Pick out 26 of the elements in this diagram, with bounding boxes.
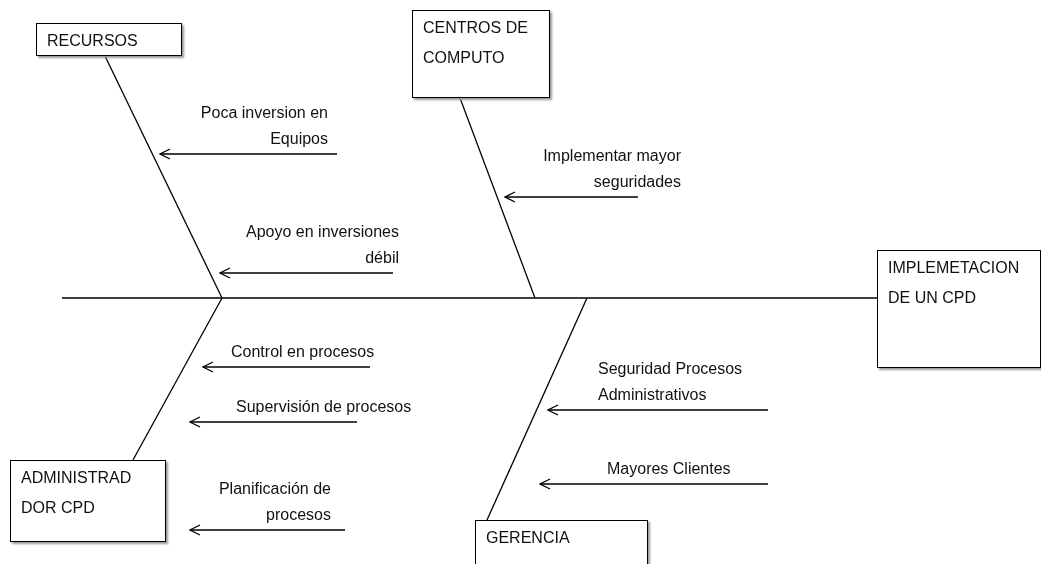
arrow xyxy=(189,524,346,536)
category-box: RECURSOS xyxy=(36,23,182,56)
cause-text: Poca inversion en Equipos xyxy=(178,100,328,152)
arrow xyxy=(202,361,371,373)
cause-text: Control en procesos xyxy=(231,339,401,365)
effect-box: IMPLEMETACION DE UN CPD xyxy=(877,250,1041,368)
bone-line xyxy=(459,97,536,299)
cause-text: Mayores Clientes xyxy=(607,456,762,482)
cause-text: Planificación de procesos xyxy=(196,476,331,528)
arrow xyxy=(219,267,394,279)
cause-text: Supervisión de procesos xyxy=(236,394,446,420)
arrow xyxy=(159,148,338,160)
arrow xyxy=(504,191,639,203)
category-box: CENTROS DE COMPUTO xyxy=(412,10,550,98)
cause-text: Apoyo en inversiones débil xyxy=(224,219,399,271)
category-box: GERENCIA xyxy=(475,520,648,564)
spine-line xyxy=(61,297,878,299)
cause-text: Seguridad Procesos Administrativos xyxy=(598,356,768,408)
category-box: ADMINISTRAD DOR CPD xyxy=(10,460,166,542)
arrow xyxy=(189,416,358,428)
bone-line xyxy=(486,297,588,521)
cause-text: Implementar mayor seguridades xyxy=(506,143,681,195)
bone-line xyxy=(104,55,223,299)
arrow xyxy=(539,478,769,490)
arrow xyxy=(547,404,769,416)
bone-line xyxy=(132,297,223,461)
